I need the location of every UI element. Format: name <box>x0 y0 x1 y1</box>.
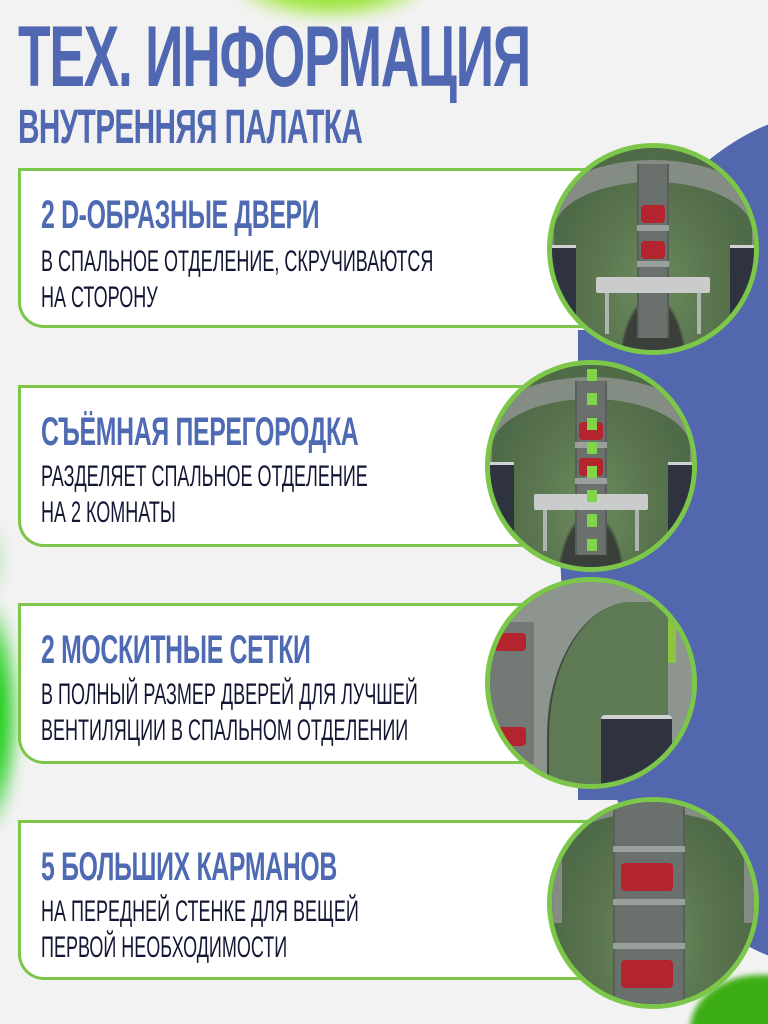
divider-dash <box>586 514 598 527</box>
feature-photo-divider <box>485 360 697 572</box>
feature-description-line: РАЗДЕЛЯЕТ СПАЛЬНОЕ ОТДЕЛЕНИЕ <box>41 460 368 493</box>
feature-photo-mosquito-nets <box>485 577 697 789</box>
feature-photo-pockets <box>547 797 759 1009</box>
feature-description-line: В ПОЛНЫЙ РАЗМЕР ДВЕРЕЙ ДЛЯ ЛУЧШЕЙ <box>41 678 418 711</box>
feature-description-line: В СПАЛЬНОЕ ОТДЕЛЕНИЕ, СКРУЧИВАЮТСЯ <box>41 245 434 278</box>
feature-title: СЪЁМНАЯ ПЕРЕГОРОДКА <box>41 410 359 454</box>
feature-card-pockets: 5 БОЛЬШИХ КАРМАНОВ НА ПЕРЕДНЕЙ СТЕНКЕ ДЛ… <box>18 820 588 980</box>
feature-description-line: НА СТОРОНУ <box>41 281 158 314</box>
feature-description-line: ВЕНТИЛЯЦИИ В СПАЛЬНОМ ОТДЕЛЕНИИ <box>41 714 409 747</box>
divider-dash <box>586 417 598 430</box>
feature-title: 2 D-ОБРАЗНЫЕ ДВЕРИ <box>41 193 320 237</box>
divider-dash <box>586 538 598 551</box>
divider-dash <box>586 441 598 454</box>
feature-title: 2 МОСКИТНЫЕ СЕТКИ <box>41 628 311 672</box>
feature-description-line: НА ПЕРЕДНЕЙ СТЕНКЕ ДЛЯ ВЕЩЕЙ <box>41 895 359 928</box>
divider-dash <box>586 466 598 479</box>
green-blob-decoration <box>0 600 20 830</box>
divider-dash <box>586 369 598 382</box>
page-title: ТЕХ. ИНФОРМАЦИЯ <box>18 9 531 105</box>
divider-dash <box>586 393 598 406</box>
feature-photo-doors <box>547 143 759 355</box>
feature-description-line: ПЕРВОЙ НЕОБХОДИМОСТИ <box>41 931 288 964</box>
feature-card-mosquito-nets: 2 МОСКИТНЫЕ СЕТКИ В ПОЛНЫЙ РАЗМЕР ДВЕРЕЙ… <box>18 603 528 764</box>
page-subtitle: ВНУТРЕННЯЯ ПАЛАТКА <box>18 101 363 154</box>
feature-card-divider: СЪЁМНАЯ ПЕРЕГОРОДКА РАЗДЕЛЯЕТ СПАЛЬНОЕ О… <box>18 385 528 547</box>
feature-card-doors: 2 D-ОБРАЗНЫЕ ДВЕРИ В СПАЛЬНОЕ ОТДЕЛЕНИЕ,… <box>18 168 588 328</box>
green-blob-decoration <box>0 520 10 600</box>
divider-dash <box>586 490 598 503</box>
feature-title: 5 БОЛЬШИХ КАРМАНОВ <box>41 845 337 889</box>
feature-description-line: НА 2 КОМНАТЫ <box>41 496 176 529</box>
